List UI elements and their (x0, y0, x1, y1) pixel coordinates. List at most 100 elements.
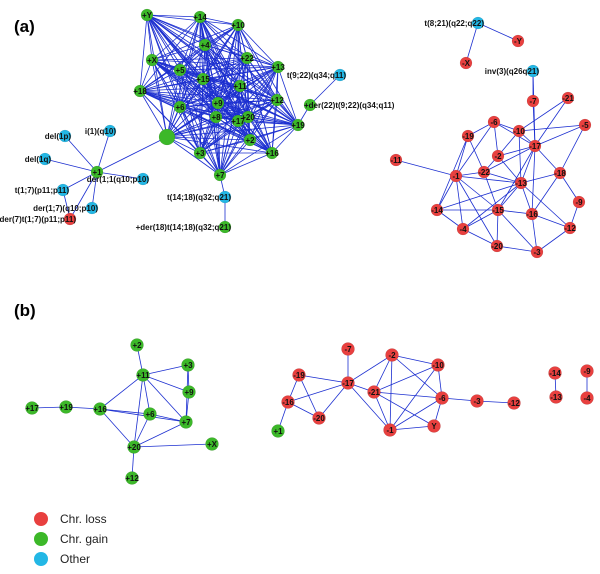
network-node: -9 (580, 364, 594, 378)
node-label: -3 (473, 397, 481, 406)
edge (166, 102, 219, 138)
edge (139, 16, 201, 92)
network-node: +11 (136, 368, 150, 382)
network-node: +16 (93, 402, 107, 416)
edge (166, 124, 299, 138)
edge (520, 182, 571, 229)
edge (455, 135, 469, 177)
node-circle (449, 169, 463, 183)
node-label: +7 (215, 171, 225, 180)
edge (436, 182, 522, 211)
edge (179, 69, 217, 118)
edge (139, 90, 278, 101)
node-circle (133, 84, 147, 98)
network-node: -12 (563, 221, 576, 235)
network-node: -19 (292, 368, 306, 382)
edge (96, 130, 111, 173)
edge (179, 57, 248, 71)
edge (219, 152, 273, 176)
edge (139, 69, 181, 92)
node-label: -1 (452, 172, 460, 181)
network-node (158, 128, 176, 146)
node-circle (461, 129, 475, 143)
node-label: -18 (554, 169, 566, 178)
edge (146, 14, 168, 138)
network-node: +10 (231, 18, 245, 32)
node-circle (58, 129, 72, 143)
legend-swatch-other (34, 552, 48, 566)
edge (497, 209, 538, 253)
legend-swatch-loss (34, 512, 48, 526)
edge (467, 135, 485, 173)
node-label: +1 (273, 427, 283, 436)
network-node: -4 (580, 391, 594, 405)
edge (99, 408, 135, 448)
edge (142, 364, 189, 376)
node-circle (231, 114, 245, 128)
node-label: -Y (514, 37, 523, 46)
network-node: del(1q) (25, 152, 51, 166)
network-node: +1 (271, 424, 285, 438)
edge (455, 121, 495, 177)
node-label: -der(7)t(1;7)(p11;p11) (0, 215, 76, 224)
network-node: -10 (431, 358, 445, 372)
edge (166, 16, 201, 138)
edge (389, 397, 443, 431)
legend-label-loss: Chr. loss (60, 512, 107, 526)
node-circle (213, 168, 227, 182)
network-node: -1 (449, 169, 463, 183)
node-circle (145, 53, 159, 67)
node-label: +11 (233, 82, 247, 91)
edge (133, 421, 187, 448)
network-node: -11 (389, 153, 403, 167)
edge (298, 374, 349, 384)
node-label: +1 (92, 168, 102, 177)
network-node: -10 (512, 124, 525, 138)
legend: Chr. loss Chr. gain Other (34, 512, 108, 566)
node-label: -11 (390, 156, 402, 165)
panel-label-b: (b) (14, 301, 36, 320)
edge (142, 374, 187, 423)
network-node: i(1)(q10) (85, 124, 116, 138)
node-circle (265, 146, 279, 160)
edge (534, 145, 561, 174)
edge (199, 116, 217, 154)
network-node: -12 (507, 396, 521, 410)
node-circle (430, 203, 444, 217)
network-node: -der(7)t(1;7)(p11;p11) (0, 212, 76, 226)
network-node: -2 (385, 348, 399, 362)
node-label: t(8;21)(q22;q22) (424, 19, 484, 28)
node-label: -20 (491, 242, 503, 251)
edge (179, 106, 273, 154)
node-circle (271, 60, 285, 74)
network-node: -Y (511, 34, 525, 48)
edge (518, 97, 569, 132)
network-nodes: +Y+14+10+4+X+22+13+5+15+11+18+6+9+12+8+2… (0, 8, 594, 485)
edge (483, 171, 522, 184)
legend-item-loss: Chr. loss (34, 512, 107, 526)
edge (151, 57, 248, 61)
node-circle (491, 203, 505, 217)
node-circle (173, 100, 187, 114)
network-node: +19 (291, 118, 305, 132)
network-node: -7 (526, 94, 540, 108)
node-label: -16 (282, 398, 294, 407)
edge (139, 85, 241, 92)
node-label: +18 (133, 87, 147, 96)
network-node: -3 (470, 394, 484, 408)
edge (455, 175, 498, 247)
edge (133, 374, 144, 448)
node-label: -22 (478, 168, 490, 177)
node-label: +12 (270, 96, 284, 105)
node-circle (130, 338, 144, 352)
network-node: +14 (193, 10, 207, 24)
network-node: +X (145, 53, 159, 67)
edge (520, 172, 561, 184)
edge (518, 130, 522, 184)
edge (497, 145, 536, 157)
node-label: +20 (241, 113, 255, 122)
node-circle (193, 10, 207, 24)
node-circle (383, 423, 397, 437)
edge (246, 57, 299, 126)
edge (277, 66, 299, 126)
